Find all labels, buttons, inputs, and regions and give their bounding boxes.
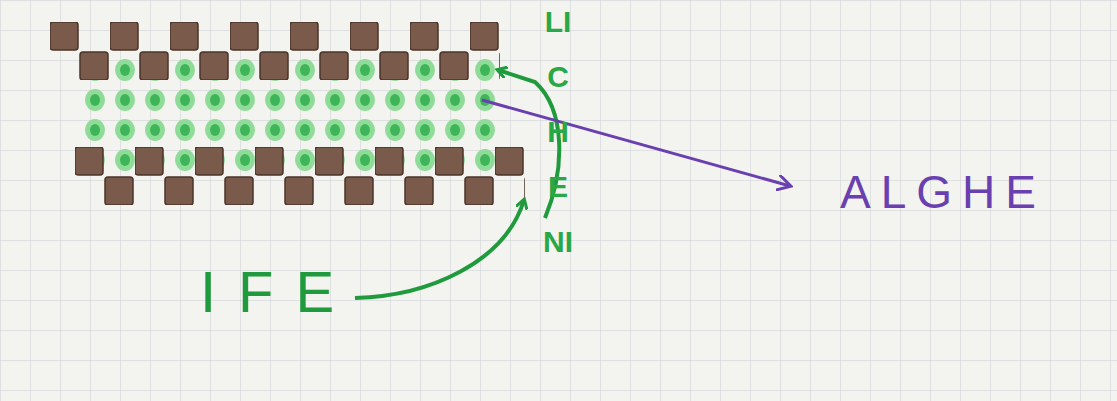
hyphae-arrow xyxy=(355,200,524,298)
lichen-title: LICHENI xyxy=(543,0,573,269)
algae-label: ALGHE xyxy=(840,165,1046,219)
hyphae-upper-cortex xyxy=(50,22,500,80)
hyphae-lower-cortex xyxy=(75,147,525,205)
algae-leader xyxy=(482,100,790,186)
hyphae-label: IFE xyxy=(200,258,356,325)
